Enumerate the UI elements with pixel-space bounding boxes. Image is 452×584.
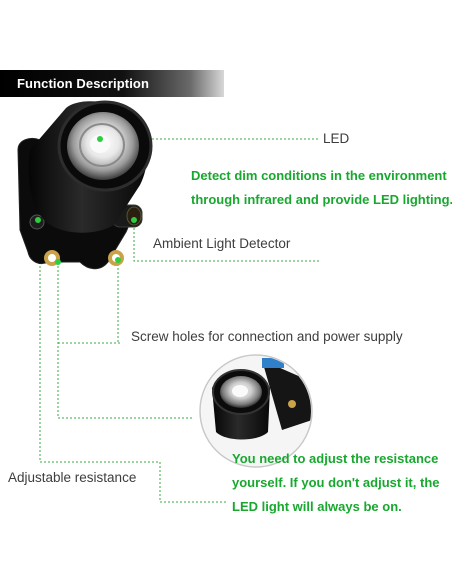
resistance-note-line2: yourself. If you don't adjust it, the [232,475,440,490]
led-module-image [17,100,153,270]
page-title: Function Description [17,76,149,91]
resistance-note-line1: You need to adjust the resistance [232,451,439,466]
header-bar [0,70,224,97]
led-note-line2: through infrared and provide LED lightin… [191,192,452,207]
led-label: LED [323,131,350,146]
led-module-closeup-image [199,354,313,468]
led-note-line1: Detect dim conditions in the environment [191,168,447,183]
indicator-dots [35,136,137,265]
resistance-note-line3: LED light will always be on. [232,499,402,514]
adjustable-resistance-label: Adjustable resistance [8,470,137,485]
ambient-light-detector-label: Ambient Light Detector [153,236,291,251]
leader-lines [39,138,320,503]
screw-holes-label: Screw holes for connection and power sup… [131,329,403,344]
